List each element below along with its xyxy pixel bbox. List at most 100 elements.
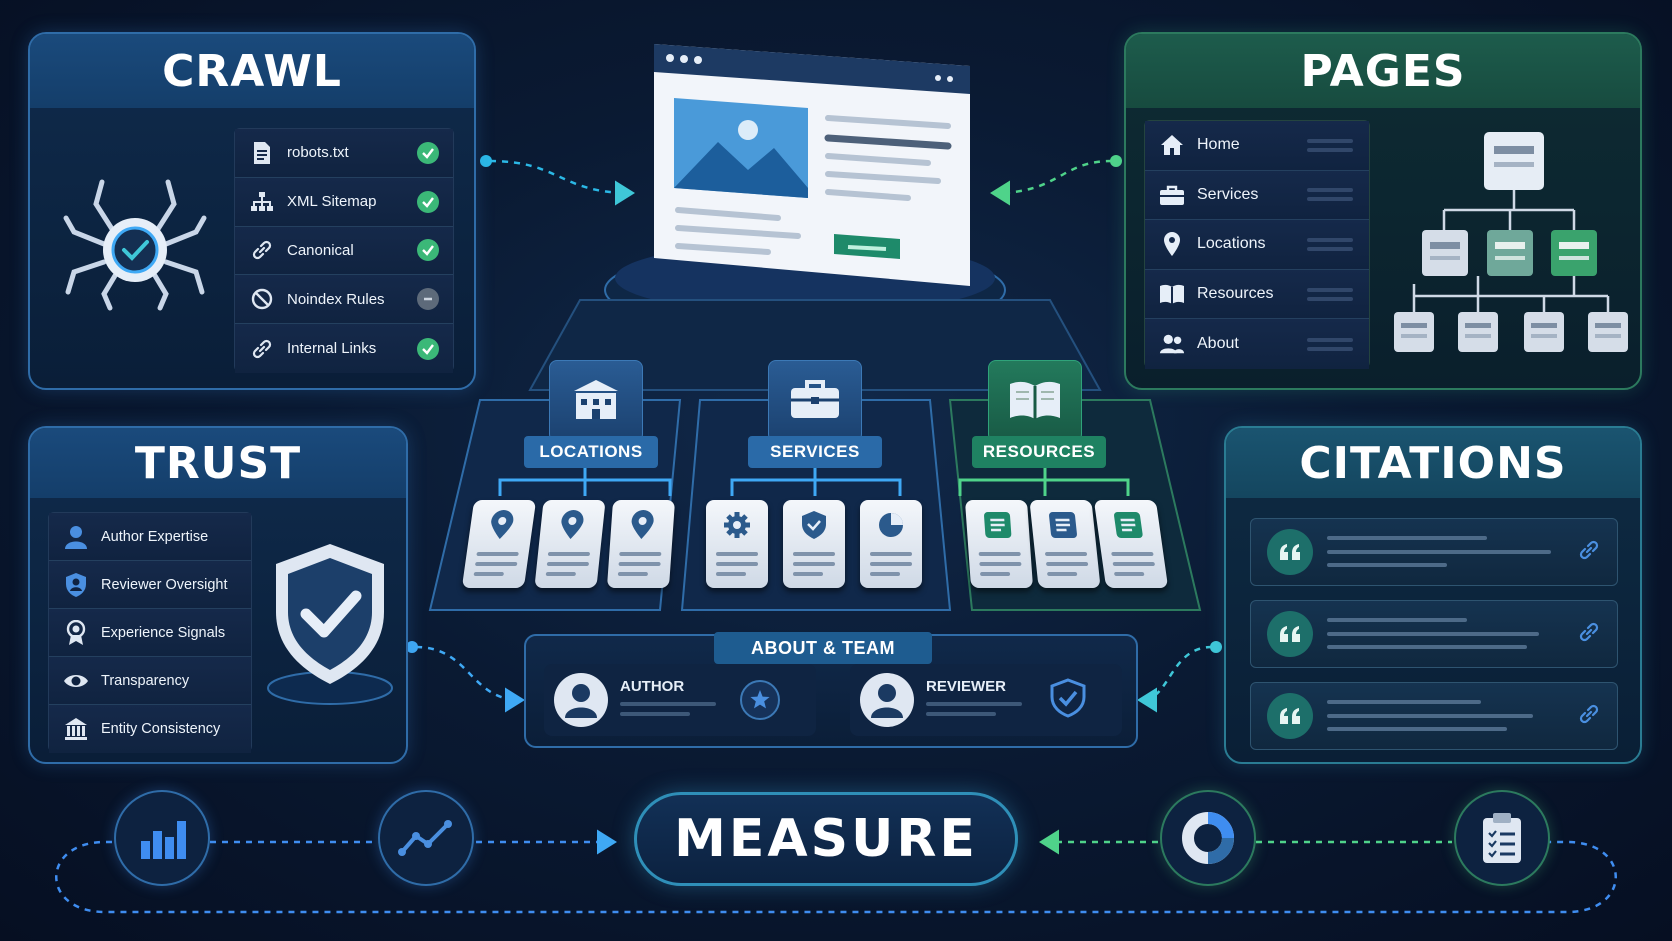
placeholder-lines [1307, 237, 1353, 251]
placeholder-lines [1307, 287, 1353, 301]
trust-item-author-expertise[interactable]: Author Expertise [49, 513, 251, 561]
briefcase-icon [1159, 182, 1185, 208]
pages-item-label: About [1197, 335, 1239, 353]
home-icon [1159, 132, 1185, 158]
measure-title: MEASURE [674, 809, 978, 869]
reviewer-avatar [860, 673, 914, 727]
shield-check-icon [267, 544, 393, 705]
pages-item-locations[interactable]: Locations [1145, 220, 1369, 270]
location-card[interactable] [534, 500, 606, 588]
quote-icon [1267, 693, 1313, 739]
building-icon [570, 377, 622, 425]
citation-card-1[interactable] [1250, 518, 1618, 586]
trust-item-transparency[interactable]: Transparency [49, 657, 251, 705]
line-chart-icon[interactable] [378, 790, 474, 886]
crawl-panel: CRAWL robots.txt XML Sitemap Can [28, 32, 476, 390]
pie-chart-icon [879, 513, 903, 537]
resource-card[interactable] [1093, 500, 1169, 588]
crawl-checklist: robots.txt XML Sitemap Canonical Noindex… [234, 128, 454, 373]
author-block: AUTHOR [620, 676, 730, 724]
crawl-item-label: Internal Links [287, 340, 377, 358]
bar-chart-icon[interactable] [114, 790, 210, 886]
resource-card[interactable] [1029, 500, 1101, 588]
pages-item-about[interactable]: About [1145, 319, 1369, 369]
trust-item-label: Transparency [101, 672, 190, 689]
pages-item-resources[interactable]: Resources [1145, 269, 1369, 320]
browser-window-icon [654, 44, 970, 286]
person-icon [63, 524, 89, 550]
placeholder-lines [1327, 614, 1577, 654]
location-card[interactable] [461, 500, 537, 588]
author-card[interactable]: AUTHOR [544, 664, 816, 736]
crawl-item-noindex[interactable]: Noindex Rules [235, 275, 453, 325]
placeholder-lines [1307, 337, 1353, 351]
trust-item-entity-consistency[interactable]: Entity Consistency [49, 705, 251, 753]
trust-item-experience-signals[interactable]: Experience Signals [49, 609, 251, 657]
citations-panel: CITATIONS [1224, 426, 1642, 764]
document-icon [249, 140, 275, 166]
link-icon[interactable] [1577, 538, 1601, 566]
trust-title: TRUST [30, 428, 406, 498]
trust-item-label: Entity Consistency [101, 721, 221, 737]
resource-card[interactable] [964, 500, 1034, 588]
service-card[interactable] [860, 500, 922, 588]
reviewer-block: REVIEWER [926, 676, 1036, 724]
crawl-item-sitemap[interactable]: XML Sitemap [235, 177, 453, 227]
service-card[interactable] [783, 500, 845, 588]
eye-icon [63, 668, 89, 694]
link-icon[interactable] [1577, 702, 1601, 730]
section-connectors [498, 468, 1130, 496]
briefcase-icon [789, 378, 841, 424]
pages-item-label: Services [1197, 185, 1259, 203]
citation-card-3[interactable] [1250, 682, 1618, 750]
pages-item-home[interactable]: Home [1145, 121, 1369, 171]
placeholder-lines [1307, 188, 1353, 202]
link-icon [249, 237, 275, 263]
badge-icon [63, 619, 89, 646]
measure-button[interactable]: MEASURE [634, 792, 1018, 886]
services-section[interactable] [768, 360, 862, 442]
author-label: AUTHOR [620, 678, 685, 695]
shield-person-icon [63, 572, 89, 598]
map-pin-icon [561, 510, 584, 539]
trust-item-reviewer-oversight[interactable]: Reviewer Oversight [49, 561, 251, 609]
check-icon [417, 239, 439, 262]
pages-item-label: Locations [1197, 235, 1266, 253]
trust-panel: TRUST Author Expertise Reviewer Oversigh… [28, 426, 408, 764]
location-card[interactable] [606, 500, 676, 588]
map-pin-icon [1159, 231, 1185, 257]
clipboard-icon[interactable] [1454, 790, 1550, 886]
crawl-item-robots[interactable]: robots.txt [235, 129, 453, 178]
crawl-item-internal-links[interactable]: Internal Links [235, 324, 453, 373]
site-tree-icon [1394, 132, 1628, 352]
trust-item-label: Experience Signals [101, 624, 226, 641]
link-icon [249, 336, 275, 362]
users-icon [1159, 331, 1185, 357]
crawl-item-label: XML Sitemap [287, 193, 377, 211]
document-icon [1114, 512, 1143, 538]
pages-list: Home Services Locations Resources About [1144, 120, 1370, 369]
donut-chart-icon[interactable] [1160, 790, 1256, 886]
document-icon [1049, 512, 1077, 538]
services-label: SERVICES [748, 436, 882, 468]
crawl-item-label: Canonical [287, 241, 354, 259]
link-icon[interactable] [1577, 620, 1601, 648]
pages-item-services[interactable]: Services [1145, 170, 1369, 221]
placeholder-lines [1327, 696, 1577, 736]
resources-section[interactable] [988, 360, 1082, 442]
placeholder-lines [1307, 138, 1353, 152]
trust-item-label: Author Expertise [101, 528, 209, 545]
locations-section[interactable] [549, 360, 643, 442]
pages-item-label: Resources [1197, 285, 1274, 303]
book-icon [1008, 378, 1062, 424]
author-avatar [554, 673, 608, 727]
crawl-title: CRAWL [30, 34, 474, 108]
sitemap-icon [249, 189, 275, 215]
locations-label: LOCATIONS [524, 436, 658, 468]
crawl-item-canonical[interactable]: Canonical [235, 226, 453, 276]
reviewer-card[interactable]: REVIEWER [850, 664, 1122, 736]
map-pin-icon [631, 510, 654, 539]
citation-card-2[interactable] [1250, 600, 1618, 668]
check-icon [417, 141, 439, 164]
service-card[interactable] [706, 500, 768, 588]
